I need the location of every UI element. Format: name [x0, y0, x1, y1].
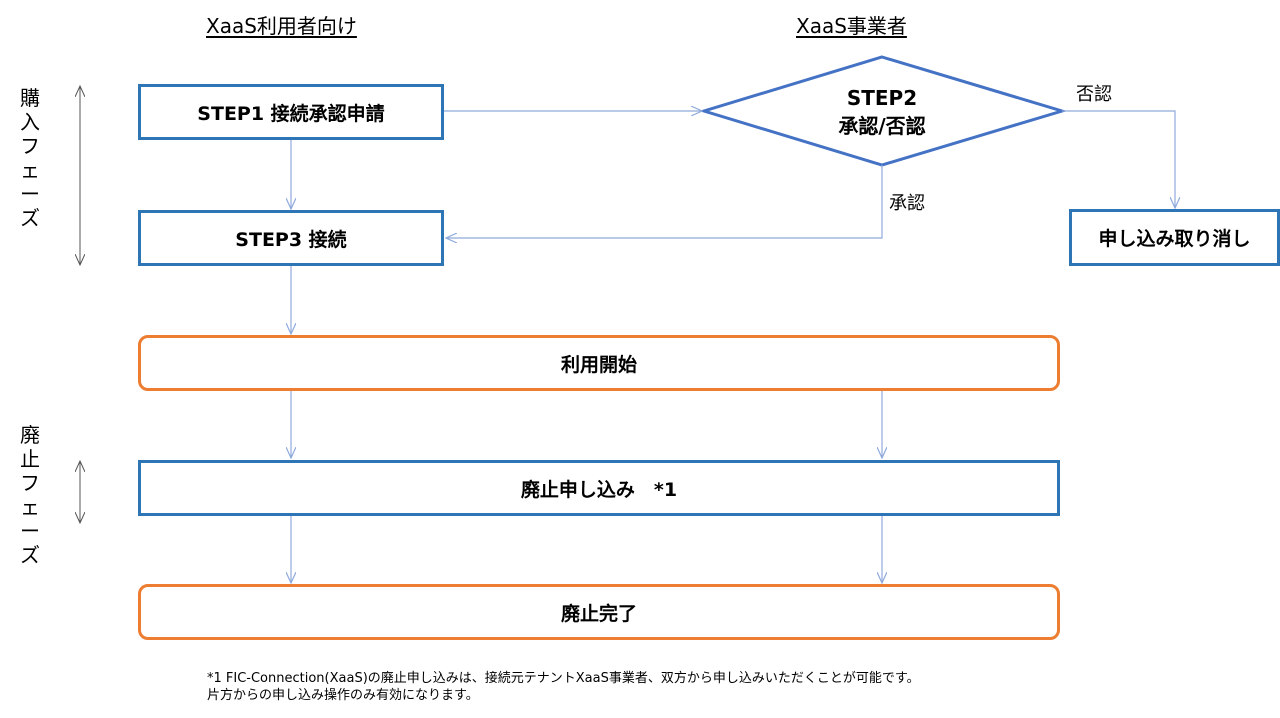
cancel-label: 申し込み取り消し — [1098, 228, 1251, 250]
start-box[interactable]: 利用開始 — [138, 335, 1060, 391]
cancel-box[interactable]: 申し込み取り消し — [1069, 209, 1280, 266]
start-label: 利用開始 — [560, 353, 637, 376]
terminate-request-box[interactable]: 廃止申し込み *1 — [138, 460, 1060, 516]
step3-box[interactable]: STEP3 接続 — [138, 210, 444, 266]
phase-purchase-label: 購入フェーズ — [20, 86, 40, 230]
step1-label: STEP1 接続承認申請 — [197, 102, 385, 125]
phase-termination-label: 廃止フェーズ — [20, 423, 40, 567]
terminate-complete-box[interactable]: 廃止完了 — [138, 584, 1060, 640]
arrow-step2-approve-to-step3 — [446, 165, 883, 238]
terminate-complete-label: 廃止完了 — [560, 602, 637, 625]
edge-label-approve: 承認 — [889, 193, 925, 214]
step2-title: STEP2 — [846, 86, 918, 110]
footnote: *1 FIC-Connection(XaaS)の廃止申し込みは、接続元テナントX… — [207, 670, 920, 704]
terminate-request-label: 廃止申し込み *1 — [520, 478, 678, 501]
step2-text: STEP2 承認/否認 — [782, 84, 982, 140]
step1-box[interactable]: STEP1 接続承認申請 — [138, 84, 444, 140]
header-xaas-user: XaaS利用者向け — [206, 14, 357, 38]
arrow-step2-reject-to-cancel — [1062, 110, 1175, 208]
header-xaas-provider: XaaS事業者 — [796, 14, 907, 38]
footnote-line1: *1 FIC-Connection(XaaS)の廃止申し込みは、接続元テナントX… — [207, 671, 920, 686]
step3-label: STEP3 接続 — [235, 228, 347, 251]
step2-subtitle: 承認/否認 — [838, 114, 926, 138]
edge-label-reject: 否認 — [1076, 84, 1112, 105]
footnote-line2: 片方からの申し込み操作のみ有効になります。 — [207, 688, 479, 703]
